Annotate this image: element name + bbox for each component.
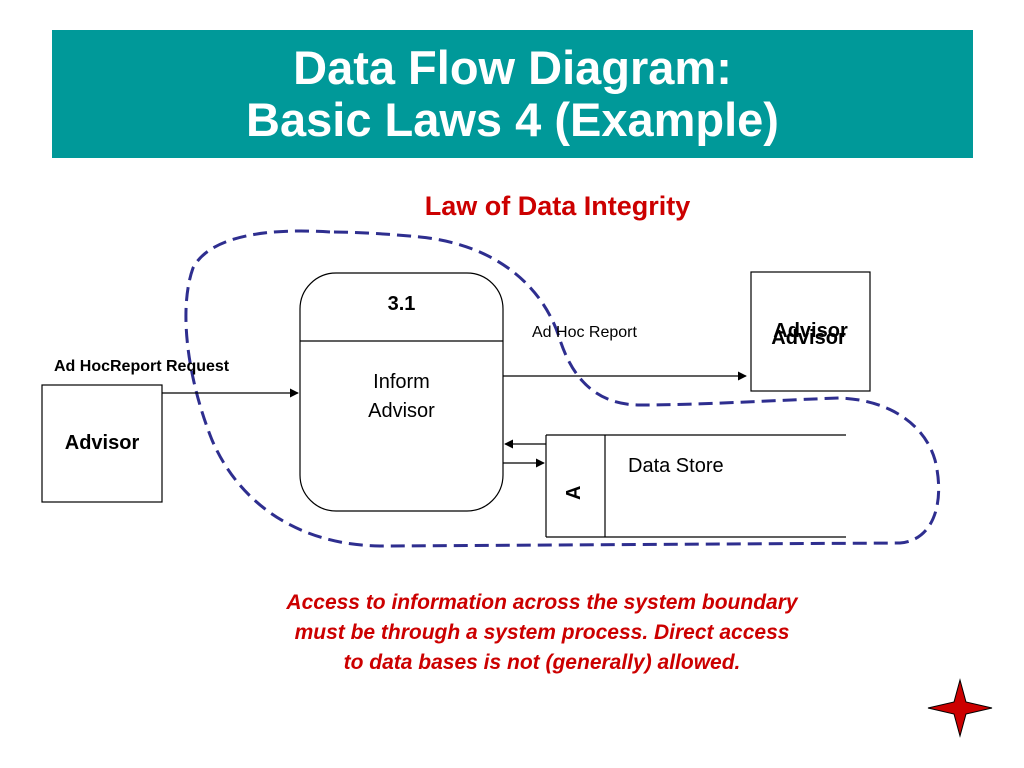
- title-line-2: Basic Laws 4 (Example): [246, 93, 779, 146]
- external-entity-left-box: [41, 384, 163, 503]
- external-entity-right-label-bottom: Advisor: [771, 327, 846, 349]
- process-name-line-2: Advisor: [368, 400, 435, 422]
- subtitle: Law of Data Integrity: [424, 191, 691, 221]
- process-box: [299, 272, 504, 512]
- integrity-note-line-3: to data bases is not (generally) allowed…: [343, 651, 741, 674]
- integrity-note-line-1: Access to information across the system …: [286, 591, 798, 614]
- compass-star-icon: [927, 678, 993, 738]
- process-id: 3.1: [387, 293, 416, 315]
- data-store-id: A: [563, 485, 585, 500]
- external-entity-right-box: [750, 271, 871, 392]
- system-boundary: [184, 229, 941, 548]
- external-entity-left-label: Advisor: [64, 432, 140, 454]
- title-line-1: Data Flow Diagram:: [293, 41, 732, 94]
- external-entity-right-label-top: Advisor: [773, 320, 848, 342]
- flow-request-label: Ad HocReport Request: [54, 358, 230, 375]
- flow-report-label: Ad Hoc Report: [532, 324, 637, 341]
- integrity-note-line-2: must be through a system process. Direct…: [294, 621, 790, 644]
- title-banner: Data Flow Diagram: Basic Laws 4 (Example…: [52, 30, 973, 158]
- process-name-line-1: Inform: [373, 371, 430, 393]
- data-store-name: Data Store: [628, 455, 724, 477]
- process-name: Inform Advisor: [300, 368, 503, 426]
- integrity-note: Access to information across the system …: [212, 588, 872, 678]
